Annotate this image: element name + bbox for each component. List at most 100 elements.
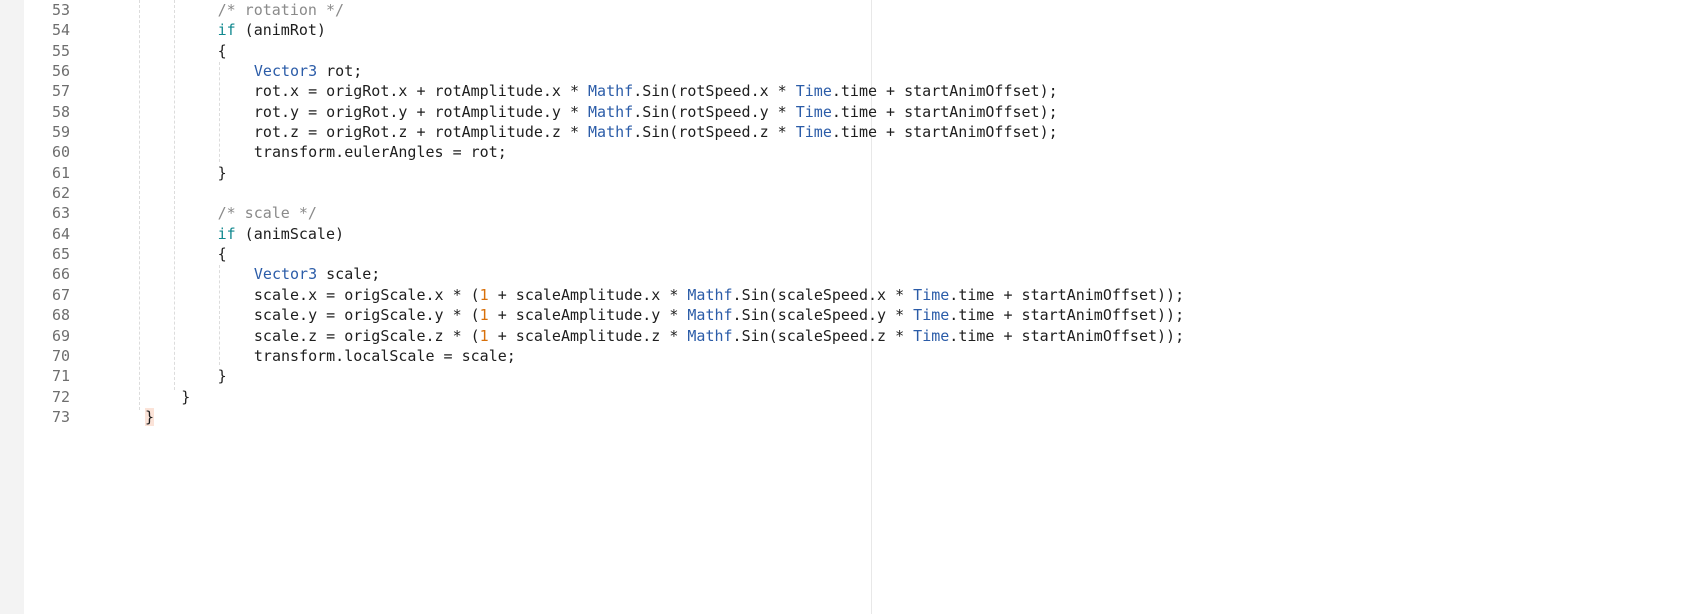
- token-plain: rot.y = origRot.y + rotAmplitude.y *: [253, 102, 589, 121]
- token-plain: }: [217, 163, 227, 182]
- token-type: Mathf: [687, 326, 733, 345]
- line-code: Vector3 scale;: [254, 264, 380, 284]
- token-type: Time: [795, 82, 832, 101]
- line-code: Vector3 rot;: [254, 61, 362, 81]
- token-plain: .Sin(rotSpeed.x *: [633, 82, 796, 101]
- code-line[interactable]: 53 /* rotation */: [24, 0, 1694, 20]
- line-code: transform.localScale = scale;: [254, 346, 516, 366]
- line-number: 61: [51, 163, 70, 182]
- indent-guide: [219, 62, 220, 162]
- code-line[interactable]: 54 if (animRot): [24, 20, 1694, 40]
- token-plain: .time + startAnimOffset);: [831, 123, 1058, 142]
- line-number: 62: [51, 184, 70, 203]
- line-number: 66: [51, 265, 70, 284]
- token-number: 1: [479, 306, 489, 325]
- token-type: Mathf: [588, 82, 634, 101]
- token-type: Vector3: [253, 62, 318, 81]
- token-plain: .Sin(scaleSpeed.x *: [732, 285, 914, 304]
- token-type: Time: [795, 123, 832, 142]
- line-number: 55: [51, 41, 70, 60]
- line-number: 68: [51, 306, 70, 325]
- token-plain: scale;: [317, 265, 381, 284]
- indent-guide: [219, 265, 220, 365]
- code-line[interactable]: 56 Vector3 rot;: [24, 61, 1694, 81]
- code-line[interactable]: 69 scale.z = origScale.z * (1 + scaleAmpl…: [24, 326, 1694, 346]
- code-line[interactable]: 62: [24, 183, 1694, 203]
- token-type: Time: [913, 285, 950, 304]
- token-plain: rot.x = origRot.x + rotAmplitude.x *: [253, 82, 589, 101]
- token-plain: + scaleAmplitude.x *: [488, 285, 688, 304]
- token-plain: (animRot): [235, 21, 326, 40]
- token-plain: .Sin(rotSpeed.z *: [633, 123, 796, 142]
- line-number: 63: [51, 204, 70, 223]
- line-code: }: [218, 366, 227, 386]
- code-line[interactable]: 68 scale.y = origScale.y * (1 + scaleAmpl…: [24, 305, 1694, 325]
- token-plain: scale.y = origScale.y * (: [253, 306, 480, 325]
- token-plain: }: [217, 367, 227, 386]
- line-number: 58: [51, 102, 70, 121]
- code-line[interactable]: 61}: [24, 163, 1694, 183]
- token-comment: /* rotation */: [217, 1, 345, 19]
- token-plain: .Sin(rotSpeed.y *: [633, 102, 796, 121]
- token-plain: .Sin(scaleSpeed.z *: [732, 326, 914, 345]
- code-line[interactable]: 63/* scale */: [24, 203, 1694, 223]
- line-code: scale.z = origScale.z * (1 + scaleAmplit…: [254, 326, 1184, 346]
- line-code: transform.eulerAngles = rot;: [254, 142, 507, 162]
- token-plain: + scaleAmplitude.z *: [488, 326, 688, 345]
- line-code: rot.x = origRot.x + rotAmplitude.x * Mat…: [254, 81, 1058, 101]
- code-line[interactable]: 66 Vector3 scale;: [24, 264, 1694, 284]
- token-plain: {: [217, 41, 227, 60]
- token-plain: transform.localScale = scale;: [253, 346, 516, 365]
- line-number: 60: [51, 143, 70, 162]
- code-line[interactable]: 58 rot.y = origRot.y + rotAmplitude.y * M…: [24, 102, 1694, 122]
- column-ruler: [871, 0, 872, 614]
- code-line[interactable]: 60 transform.eulerAngles = rot;: [24, 142, 1694, 162]
- line-code: rot.y = origRot.y + rotAmplitude.y * Mat…: [254, 102, 1058, 122]
- line-number: 65: [51, 245, 70, 264]
- line-code: if (animRot): [218, 20, 326, 40]
- code-line[interactable]: 73}: [24, 407, 1694, 427]
- token-plain: transform.eulerAngles = rot;: [253, 143, 507, 162]
- line-code: }: [181, 387, 190, 407]
- token-plain: .Sin(scaleSpeed.y *: [732, 306, 914, 325]
- token-type: Mathf: [687, 306, 733, 325]
- code-line[interactable]: 72}: [24, 387, 1694, 407]
- token-match: }: [145, 407, 155, 426]
- token-plain: .time + startAnimOffset);: [831, 82, 1058, 101]
- token-type: Time: [913, 306, 950, 325]
- line-number: 53: [51, 1, 70, 19]
- indent-guide: [174, 0, 175, 390]
- line-number: 54: [51, 21, 70, 40]
- token-plain: .time + startAnimOffset));: [949, 326, 1185, 345]
- line-code: {: [218, 41, 227, 61]
- token-number: 1: [479, 326, 489, 345]
- line-code: {: [218, 244, 227, 264]
- line-code: }: [145, 407, 155, 427]
- token-keyword: if: [217, 21, 236, 40]
- indent-guide: [139, 0, 140, 410]
- token-plain: {: [217, 245, 227, 264]
- code-line[interactable]: 71}: [24, 366, 1694, 386]
- token-type: Time: [795, 102, 832, 121]
- code-line[interactable]: 65 {: [24, 244, 1694, 264]
- code-line[interactable]: 55 {: [24, 41, 1694, 61]
- line-code: /* rotation */: [218, 0, 344, 20]
- line-number: 69: [51, 326, 70, 345]
- token-plain: rot;: [317, 62, 363, 81]
- line-code: scale.y = origScale.y * (1 + scaleAmplit…: [254, 305, 1184, 325]
- line-number: 71: [51, 367, 70, 386]
- token-number: 1: [479, 285, 489, 304]
- token-type: Vector3: [253, 265, 318, 284]
- line-number: 59: [51, 123, 70, 142]
- line-number: 72: [51, 387, 70, 406]
- token-keyword: if: [217, 224, 236, 243]
- line-code: scale.x = origScale.x * (1 + scaleAmplit…: [254, 285, 1184, 305]
- line-number: 56: [51, 62, 70, 81]
- token-plain: }: [181, 387, 191, 406]
